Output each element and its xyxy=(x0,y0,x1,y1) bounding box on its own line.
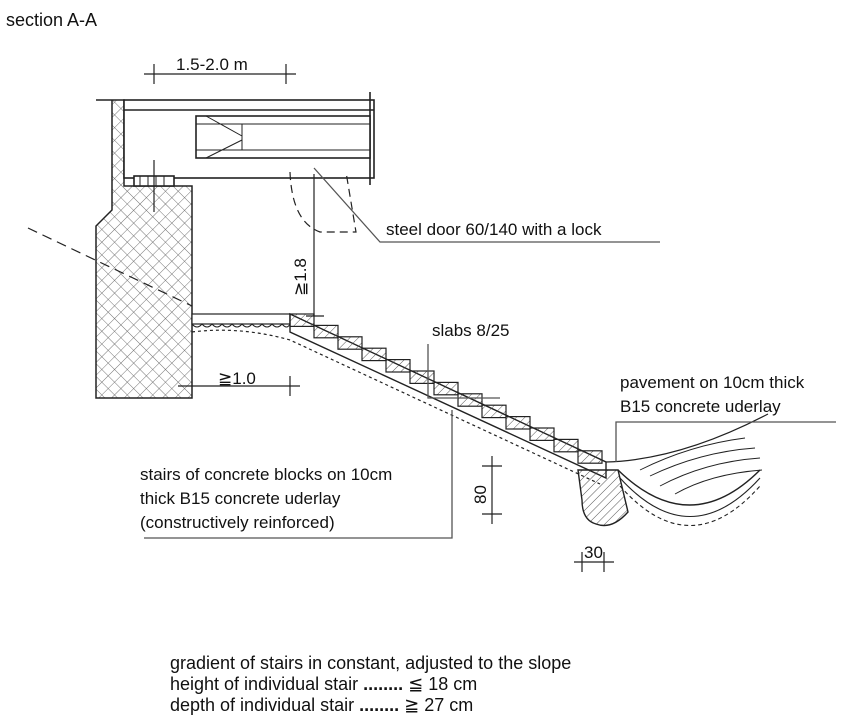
footing xyxy=(577,469,629,527)
stair-step xyxy=(409,370,435,384)
stair-step xyxy=(457,393,483,407)
stair-step xyxy=(529,427,555,441)
note-stair-depth: depth of individual stair ........ ≧ 27 … xyxy=(170,695,810,716)
stair-step xyxy=(553,438,579,453)
stair-notes: gradient of stairs in constant, adjusted… xyxy=(170,653,810,716)
dimension-80-label: 80 xyxy=(471,485,490,504)
stair-underlay xyxy=(191,312,607,485)
note-stair-height-value: ≦ 18 cm xyxy=(408,674,478,694)
pavement-label-line2: B15 concrete uderlay xyxy=(620,397,781,416)
note-stair-height: height of individual stair ........ ≦ 18… xyxy=(170,674,810,695)
pavement xyxy=(605,413,769,527)
section-title: section A-A xyxy=(6,10,97,30)
note-stair-height-label: height of individual stair xyxy=(170,674,359,694)
stair-step xyxy=(313,324,339,339)
note-stair-height-dots: ........ xyxy=(363,674,404,694)
leader-lines xyxy=(144,167,836,539)
door-label: steel door 60/140 with a lock xyxy=(386,220,602,239)
pavement-label-line1: pavement on 10cm thick xyxy=(620,373,805,392)
dimension-lines xyxy=(144,64,614,572)
head-clearance-label: ≧1.8 xyxy=(291,258,310,296)
stairs-label-line1: stairs of concrete blocks on 10cm xyxy=(140,465,392,484)
note-stair-depth-dots: ........ xyxy=(359,695,400,715)
note-stair-depth-label: depth of individual stair xyxy=(170,695,355,715)
top-dimension-label: 1.5-2.0 m xyxy=(176,55,248,74)
deck-structure xyxy=(123,92,375,212)
slabs-label: slabs 8/25 xyxy=(432,321,510,340)
door-swing xyxy=(289,171,357,233)
stair-step xyxy=(433,381,459,396)
stair-step xyxy=(505,416,531,430)
stair-step xyxy=(361,347,387,362)
stair-step xyxy=(577,450,603,464)
stair-step xyxy=(481,404,507,419)
stair-step xyxy=(289,313,315,327)
landing xyxy=(191,313,291,328)
stair-step xyxy=(337,336,363,350)
slope-line xyxy=(27,227,193,307)
dimension-30-label: 30 xyxy=(584,543,603,562)
stairs-label-line3: (constructively reinforced) xyxy=(140,513,335,532)
note-stair-depth-value: ≧ 27 cm xyxy=(404,695,474,715)
note-gradient: gradient of stairs in constant, adjusted… xyxy=(170,653,572,673)
stairs-label-line2: thick B15 concrete uderlay xyxy=(140,489,341,508)
stair-step xyxy=(385,359,411,373)
wall-distance-label: ≧1.0 xyxy=(218,369,256,388)
